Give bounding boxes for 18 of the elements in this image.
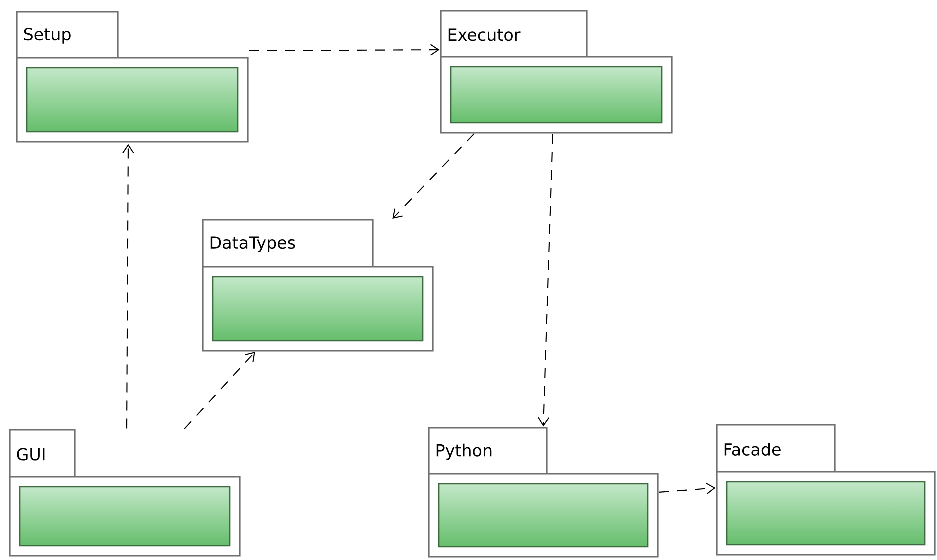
node-label: Python [436, 444, 492, 460]
dependency-arrow [392, 134, 475, 220]
package-box: Setup [16, 11, 249, 143]
node-label: Executor [448, 28, 521, 42]
dependency-arrow [538, 134, 554, 427]
node-label: Setup [24, 28, 71, 44]
package-box: GUI [9, 429, 241, 557]
dependency-arrow [659, 483, 716, 494]
package-box: Python [428, 427, 659, 558]
dependency-arrow [122, 144, 134, 429]
dependency-arrow [184, 352, 256, 430]
package-box: DataTypes [202, 219, 434, 352]
node-label: Facade [724, 443, 781, 456]
package-box: Facade [716, 424, 936, 556]
node-label: GUI [17, 448, 45, 461]
dependency-arrow [249, 44, 440, 56]
node-label: DataTypes [210, 236, 296, 252]
package-box: Executor [440, 10, 673, 134]
